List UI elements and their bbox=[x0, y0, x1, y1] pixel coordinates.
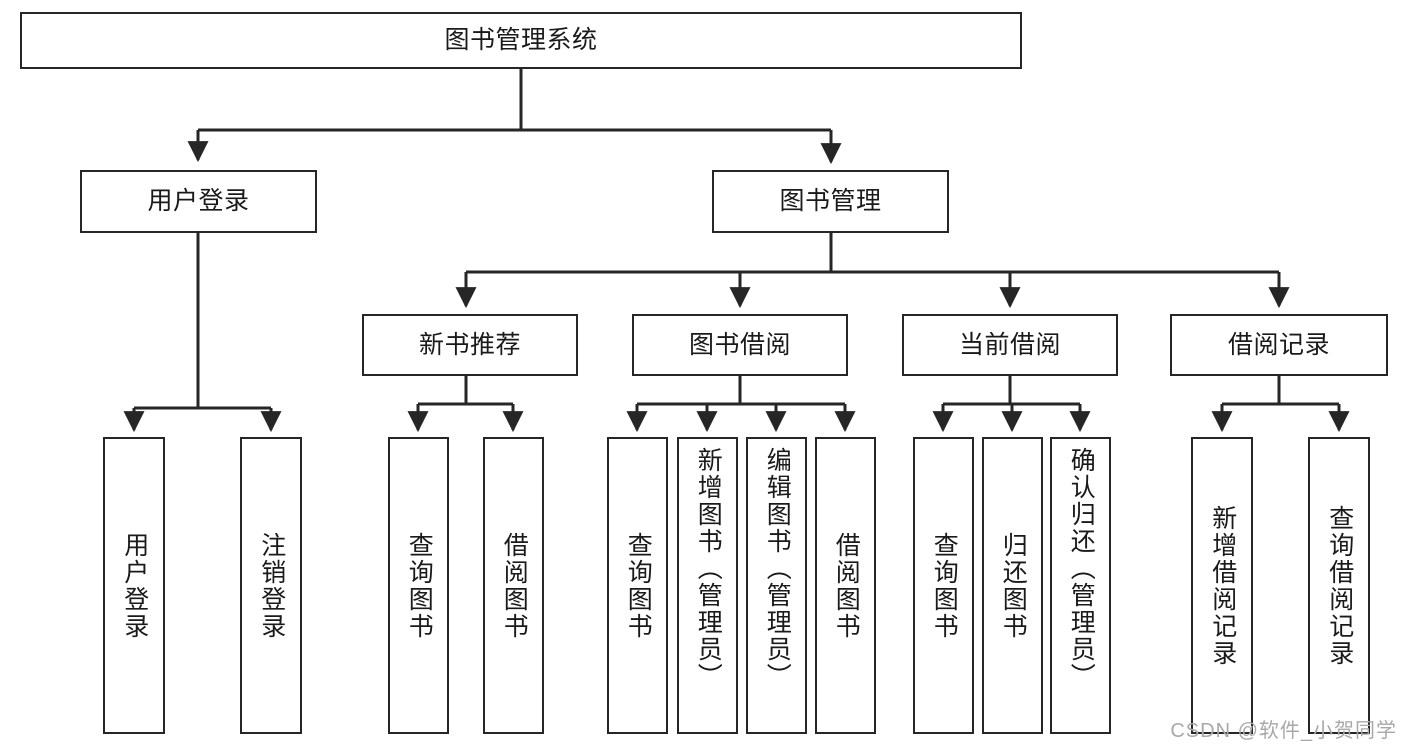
node-leaf-add-borrow-record-label: 新增借阅记录 bbox=[1208, 504, 1237, 667]
node-leaf-query-book-3[interactable]: 查询图书 bbox=[913, 437, 974, 734]
node-leaf-add-book-admin[interactable]: 新增图书（管理员） bbox=[677, 437, 738, 734]
node-leaf-query-book-3-label: 查询图书 bbox=[930, 531, 959, 640]
node-new-book-recommend[interactable]: 新书推荐 bbox=[362, 314, 578, 376]
node-root-label: 图书管理系统 bbox=[444, 26, 598, 55]
node-leaf-return-book[interactable]: 归还图书 bbox=[982, 437, 1043, 734]
node-leaf-return-book-label: 归还图书 bbox=[999, 531, 1028, 640]
node-leaf-add-borrow-record[interactable]: 新增借阅记录 bbox=[1191, 437, 1253, 734]
node-user-login[interactable]: 用户登录 bbox=[80, 170, 317, 233]
node-borrow-record[interactable]: 借阅记录 bbox=[1170, 314, 1388, 376]
node-leaf-query-book-2-label: 查询图书 bbox=[624, 531, 653, 640]
node-leaf-logout-login-label: 注销登录 bbox=[257, 531, 286, 640]
node-current-borrow-label: 当前借阅 bbox=[958, 330, 1061, 359]
node-leaf-query-book-2[interactable]: 查询图书 bbox=[607, 437, 668, 734]
node-root[interactable]: 图书管理系统 bbox=[20, 12, 1022, 69]
node-borrow-record-label: 借阅记录 bbox=[1227, 330, 1330, 359]
node-user-login-label: 用户登录 bbox=[147, 187, 250, 216]
node-leaf-confirm-return-admin[interactable]: 确认归还（管理员） bbox=[1050, 437, 1111, 734]
node-leaf-user-login[interactable]: 用户登录 bbox=[103, 437, 165, 734]
node-leaf-query-borrow-record[interactable]: 查询借阅记录 bbox=[1308, 437, 1370, 734]
node-leaf-borrow-book-2[interactable]: 借阅图书 bbox=[815, 437, 876, 734]
node-leaf-logout-login[interactable]: 注销登录 bbox=[240, 437, 302, 734]
node-leaf-edit-book-admin-label: 编辑图书（管理员） bbox=[763, 447, 792, 690]
node-leaf-query-book-1[interactable]: 查询图书 bbox=[388, 437, 449, 734]
node-leaf-borrow-book-1-label: 借阅图书 bbox=[500, 531, 529, 640]
node-book-borrow-label: 图书借阅 bbox=[688, 330, 791, 359]
node-new-book-recommend-label: 新书推荐 bbox=[418, 330, 521, 359]
node-leaf-add-book-admin-label: 新增图书（管理员） bbox=[694, 447, 723, 690]
node-leaf-edit-book-admin[interactable]: 编辑图书（管理员） bbox=[746, 437, 807, 734]
node-leaf-user-login-label: 用户登录 bbox=[120, 531, 149, 640]
node-leaf-borrow-book-1[interactable]: 借阅图书 bbox=[483, 437, 544, 734]
node-leaf-borrow-book-2-label: 借阅图书 bbox=[832, 531, 861, 640]
node-book-management[interactable]: 图书管理 bbox=[712, 170, 949, 233]
node-leaf-query-book-1-label: 查询图书 bbox=[405, 531, 434, 640]
node-current-borrow[interactable]: 当前借阅 bbox=[902, 314, 1118, 376]
node-book-management-label: 图书管理 bbox=[779, 187, 882, 216]
node-book-borrow[interactable]: 图书借阅 bbox=[632, 314, 848, 376]
node-leaf-query-borrow-record-label: 查询借阅记录 bbox=[1325, 504, 1354, 667]
node-leaf-confirm-return-admin-label: 确认归还（管理员） bbox=[1067, 447, 1096, 690]
